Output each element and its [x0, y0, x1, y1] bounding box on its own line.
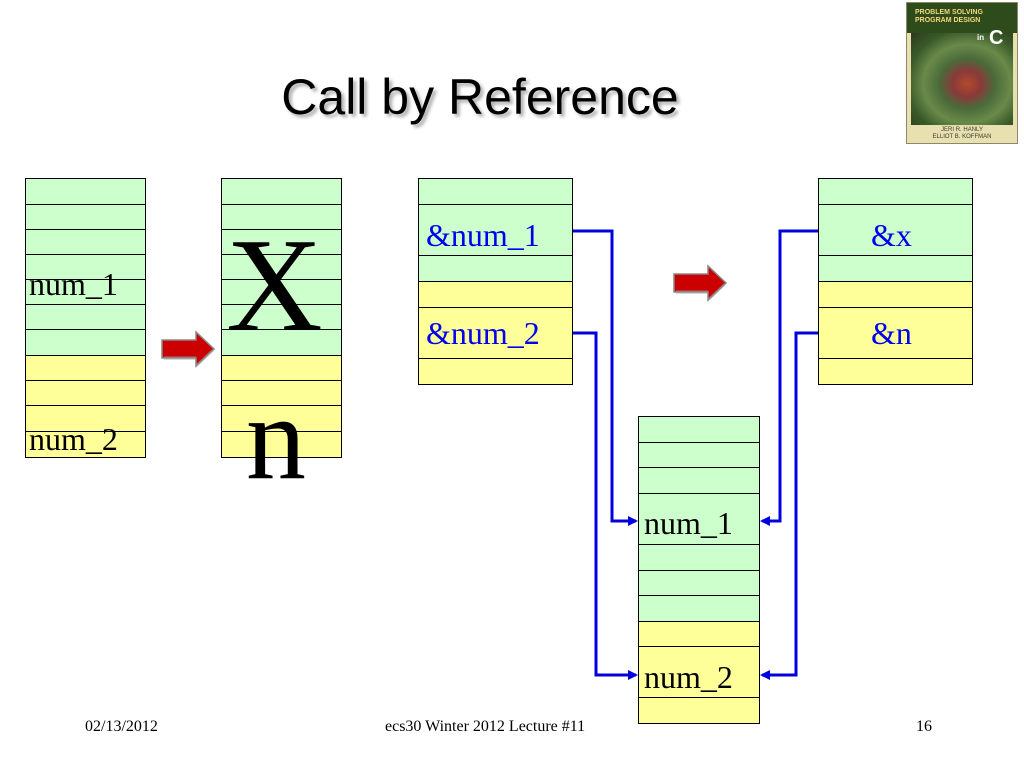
memory-cell — [638, 416, 760, 443]
memory-cell — [25, 204, 146, 230]
label-addr-num1: &num_1 — [426, 217, 540, 253]
footer-course: ecs30 Winter 2012 Lecture #11 — [385, 718, 586, 735]
memory-cell — [418, 307, 573, 359]
memory-cell — [638, 646, 760, 698]
footer-date: 02/13/2012 — [85, 718, 158, 735]
label-num1-caller: num_1 — [29, 266, 118, 302]
memory-stack-pointers-callee — [818, 178, 973, 385]
memory-cell — [418, 178, 573, 205]
memory-cell — [25, 431, 146, 458]
label-num2-caller: num_2 — [29, 421, 118, 457]
memory-cell — [418, 255, 573, 282]
memory-cell — [221, 405, 342, 432]
slide-title: Call by Reference — [281, 69, 679, 125]
label-addr-num2: &num_2 — [426, 315, 540, 351]
memory-cell — [638, 493, 760, 545]
memory-cell — [25, 380, 146, 406]
memory-cell — [818, 255, 973, 282]
label-addr-n: &n — [871, 315, 912, 351]
pointer-line-num2-left — [573, 331, 638, 680]
memory-stack-pointers-caller — [418, 178, 573, 385]
memory-cell — [638, 467, 760, 494]
label-addr-x: &x — [871, 217, 912, 253]
book-cover-in: in — [977, 33, 985, 42]
memory-cell — [638, 570, 760, 596]
book-cover-authors: JERI R. HANLY ELLIOT B. KOFFMAN — [932, 127, 992, 140]
memory-cell — [25, 229, 146, 255]
pointer-line-num1-left — [573, 229, 638, 526]
big-label-x: X — [226, 211, 323, 359]
memory-stack-caller — [25, 178, 146, 458]
memory-cell — [221, 355, 342, 381]
memory-cell — [221, 229, 342, 255]
memory-cell — [25, 355, 146, 381]
memory-cell — [818, 358, 973, 385]
memory-cell — [221, 254, 342, 280]
memory-cell — [638, 595, 760, 622]
memory-cell — [818, 178, 973, 205]
book-cover-c: C — [989, 27, 1004, 49]
memory-cell — [638, 544, 760, 571]
red-arrow-right-icon — [161, 330, 216, 368]
book-cover-title: PROBLEM SOLVING PROGRAM DESIGN — [915, 9, 983, 24]
big-label-n: n — [246, 371, 306, 504]
book-cover-art — [911, 33, 1013, 125]
memory-cell — [818, 281, 973, 308]
footer-page-number: 16 — [916, 718, 932, 735]
pointer-line-num2-right — [760, 331, 818, 680]
label-num2-main: num_2 — [644, 659, 733, 695]
memory-cell — [25, 405, 146, 432]
memory-cell — [221, 380, 342, 406]
memory-cell — [25, 279, 146, 305]
book-cover-band — [907, 3, 1017, 33]
memory-cell — [221, 178, 342, 205]
memory-cell — [25, 329, 146, 356]
memory-stack-callee — [221, 178, 342, 458]
memory-cell — [221, 204, 342, 230]
red-arrow-right-icon — [673, 264, 728, 302]
memory-cell — [638, 442, 760, 468]
memory-cell — [25, 178, 146, 205]
pointer-line-num1-right — [760, 229, 818, 526]
memory-stack-main — [638, 416, 760, 724]
memory-cell — [818, 307, 973, 359]
memory-cell — [638, 621, 760, 647]
memory-cell — [221, 431, 342, 458]
memory-cell — [418, 204, 573, 256]
memory-cell — [221, 304, 342, 330]
memory-cell — [25, 304, 146, 330]
book-cover-image: PROBLEM SOLVING PROGRAM DESIGN in C JERI… — [906, 2, 1018, 144]
memory-cell — [418, 281, 573, 308]
memory-cell — [638, 697, 760, 724]
memory-cell — [418, 358, 573, 385]
label-num1-main: num_1 — [644, 505, 733, 541]
